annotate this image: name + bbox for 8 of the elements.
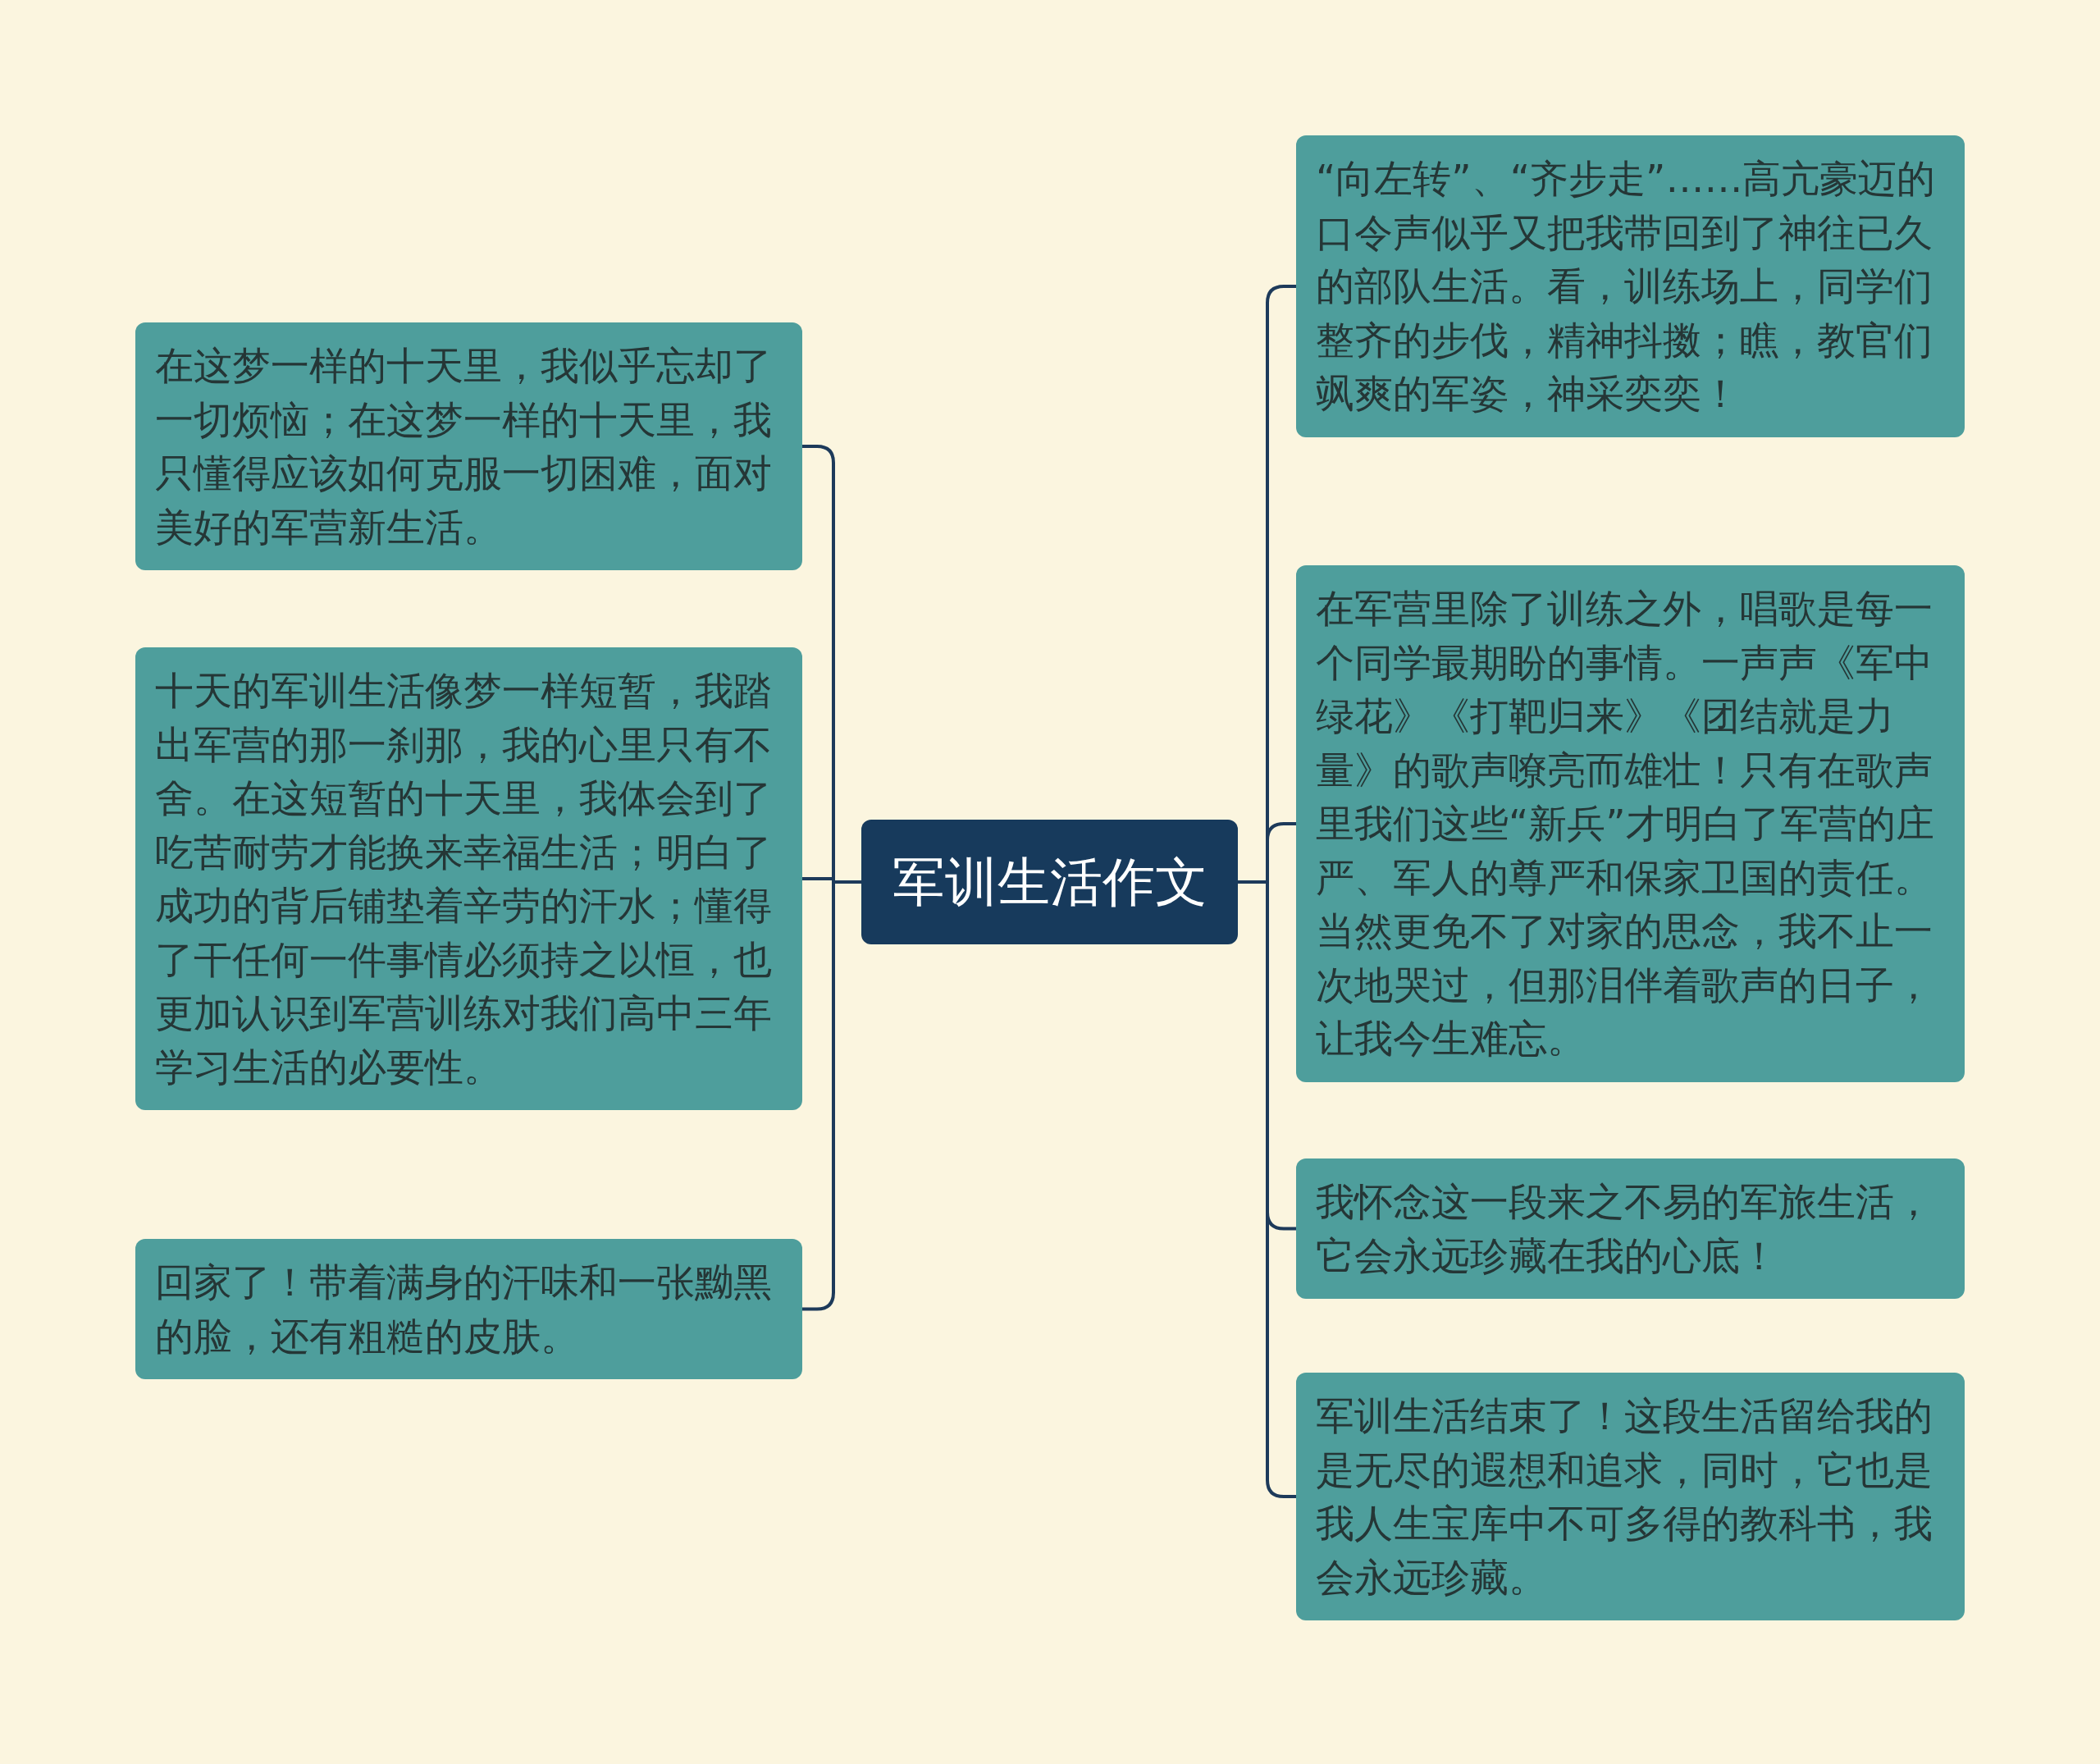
text-box: 我怀念这一段来之不易的军旅生活，它会永远珍藏在我的心底！ <box>1296 1158 1965 1299</box>
text-box: 回家了！带着满身的汗味和一张黝黑的脸，还有粗糙的皮肤。 <box>135 1239 802 1379</box>
text-box: 军训生活结束了！这段生活留给我的是无尽的遐想和追求，同时，它也是我人生宝库中不可多得的教科书，我会永远珍藏。 <box>1296 1373 1965 1620</box>
text-box: 在这梦一样的十天里，我似乎忘却了一切烦恼；在这梦一样的十天里，我只懂得应该如何克服一切困难，面对美好的军营新生活。 <box>135 322 802 570</box>
text-box: 十天的军训生活像梦一样短暂，我踏出军营的那一刹那，我的心里只有不舍。在这短暂的十天里，我体会到了吃苦耐劳才能换来幸福生活；明白了成功的背后铺垫着辛劳的汗水；懂得了干任何一件事情必须持之以恒，也更加认识到军营训练对我们高中三年学习生活的必要性。 <box>135 647 802 1110</box>
text-box: 在军营里除了训练之外，唱歌是每一个同学最期盼的事情。一声声《军中绿花》《打靶归来》《团结就是力量》的歌声嘹亮而雄壮！只有在歌声里我们这些“新兵”才明白了军营的庄严、军人的尊严和保家卫国的责任。当然更免不了对家的思念，我不止一次地哭过，但那泪伴着歌声的日子，让我今生难忘。 <box>1296 565 1965 1082</box>
text-box: “向左转”、“齐步走”……高亢豪迈的口令声似乎又把我带回到了神往已久的部队生活。看，训练场上，同学们整齐的步伐，精神抖擞；瞧，教官们飒爽的军姿，神采奕奕！ <box>1296 135 1965 437</box>
topic-box: 军训生活作文 <box>861 820 1238 944</box>
